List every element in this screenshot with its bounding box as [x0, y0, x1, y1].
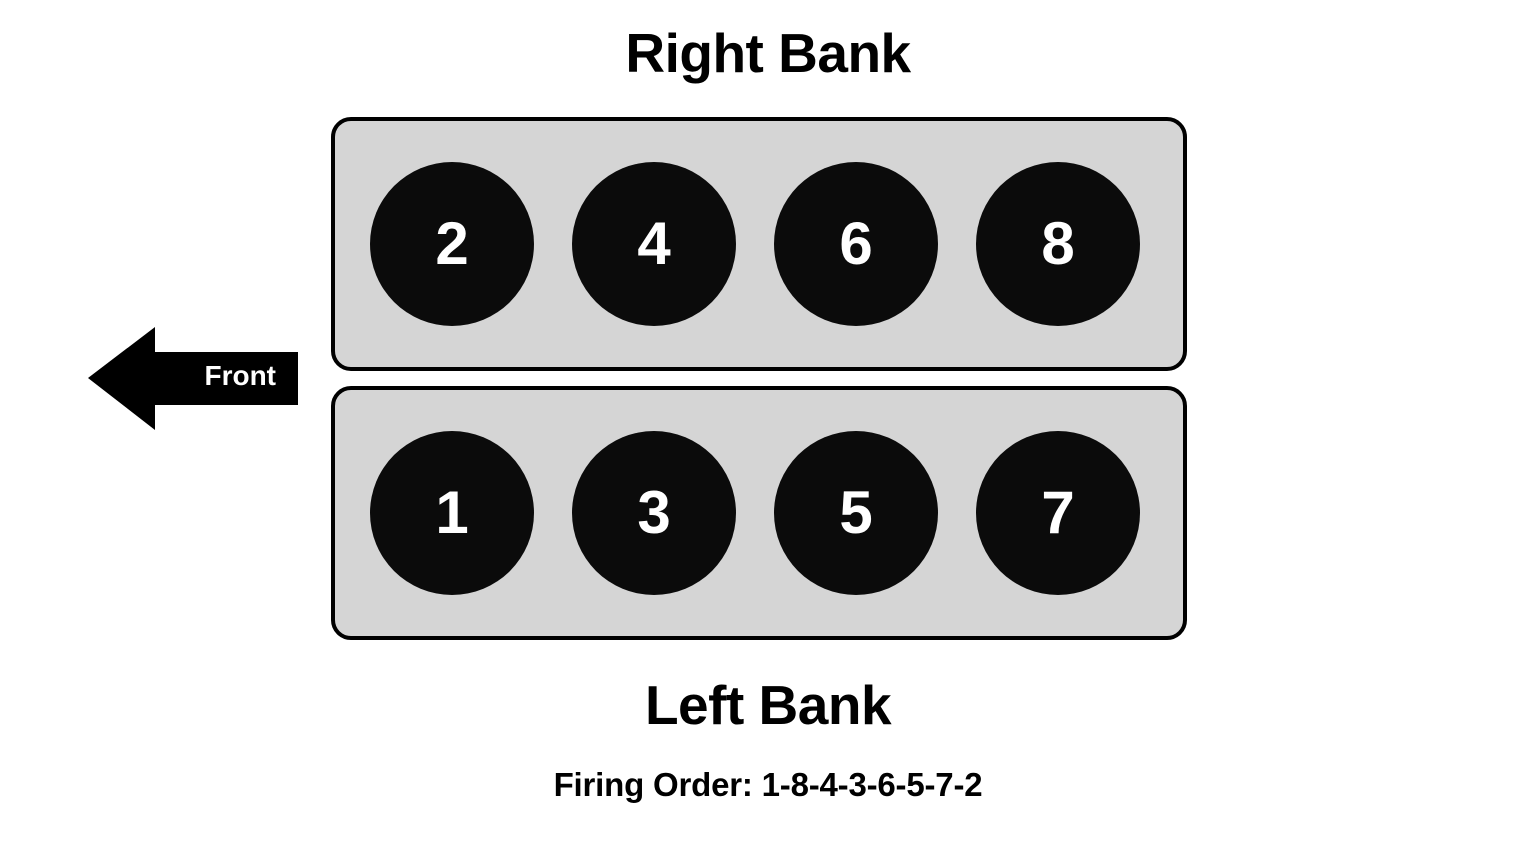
cylinder-1-label: 1 — [435, 479, 469, 546]
left-bank-title: Left Bank — [644, 674, 892, 736]
cylinder-4-label: 4 — [637, 210, 671, 277]
cylinder-8[interactable]: 8 — [976, 162, 1140, 326]
right-bank-title: Right Bank — [625, 22, 911, 84]
cylinder-2[interactable]: 2 — [370, 162, 534, 326]
left-bank-block: 1 3 5 7 — [331, 386, 1187, 640]
cylinder-6[interactable]: 6 — [774, 162, 938, 326]
right-bank-block: 2 4 6 8 — [331, 117, 1187, 371]
cylinder-2-label: 2 — [435, 210, 469, 277]
cylinder-3-label: 3 — [637, 479, 671, 546]
cylinder-8-label: 8 — [1041, 210, 1075, 277]
firing-order-text: Firing Order: 1-8-4-3-6-5-7-2 — [553, 766, 983, 803]
front-direction-arrow-icon — [88, 322, 298, 434]
cylinder-7-label: 7 — [1041, 479, 1075, 546]
cylinder-6-label: 6 — [839, 210, 873, 277]
cylinder-4[interactable]: 4 — [572, 162, 736, 326]
cylinder-7[interactable]: 7 — [976, 431, 1140, 595]
cylinder-5-label: 5 — [839, 479, 873, 546]
cylinder-1[interactable]: 1 — [370, 431, 534, 595]
cylinder-3[interactable]: 3 — [572, 431, 736, 595]
cylinder-5[interactable]: 5 — [774, 431, 938, 595]
